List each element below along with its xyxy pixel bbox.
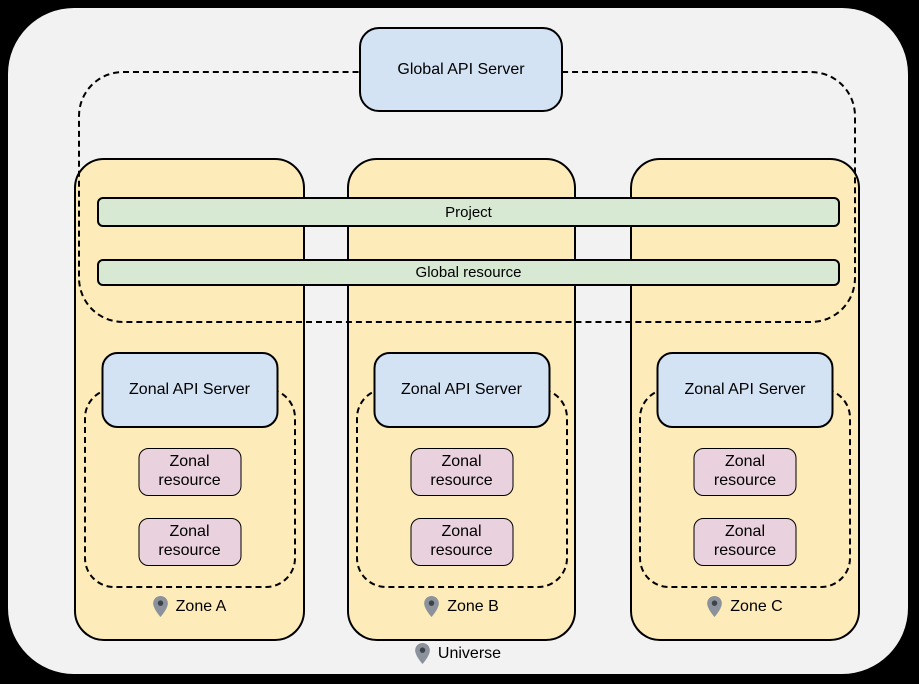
zone-b-zonal-api-server-box: Zonal API Server xyxy=(373,352,550,428)
zone-a-zonal-resource-1: Zonal resource xyxy=(138,448,241,496)
zone-a-zonal-resource-2: Zonal resource xyxy=(138,518,241,566)
global-api-server-box: Global API Server xyxy=(359,27,563,112)
zone-a-label-row: Zone A xyxy=(76,596,303,617)
zone-c-label: Zone C xyxy=(730,597,783,615)
zone-c-zonal-resource-1: Zonal resource xyxy=(693,448,797,496)
universe-label: Universe xyxy=(437,644,502,662)
zone-b-label: Zone B xyxy=(447,597,499,615)
location-pin-icon xyxy=(424,596,440,617)
project-bar: Project xyxy=(97,197,840,227)
zone-b-zonal-resource-1: Zonal resource xyxy=(410,448,513,496)
zone-a-container: Zonal API Server Zonal resource Zonal re… xyxy=(74,158,305,641)
location-pin-icon xyxy=(707,596,723,617)
zone-b-zonal-resource-2: Zonal resource xyxy=(410,518,513,566)
zone-c-zonal-resource-2: Zonal resource xyxy=(693,518,797,566)
location-pin-icon xyxy=(415,643,430,664)
zone-c-zonal-api-server-box: Zonal API Server xyxy=(656,352,834,428)
zone-c-label-row: Zone C xyxy=(632,596,858,617)
zone-b-container: Zonal API Server Zonal resource Zonal re… xyxy=(347,158,576,641)
zone-a-label: Zone A xyxy=(175,597,227,615)
universe-label-row: Universe xyxy=(8,643,908,664)
zone-c-container: Zonal API Server Zonal resource Zonal re… xyxy=(630,158,860,641)
location-pin-icon xyxy=(152,596,168,617)
zone-a-zonal-api-server-box: Zonal API Server xyxy=(101,352,278,428)
global-resource-bar: Global resource xyxy=(97,259,840,286)
universe-container: Zonal API Server Zonal resource Zonal re… xyxy=(8,8,908,674)
zone-b-label-row: Zone B xyxy=(349,596,574,617)
